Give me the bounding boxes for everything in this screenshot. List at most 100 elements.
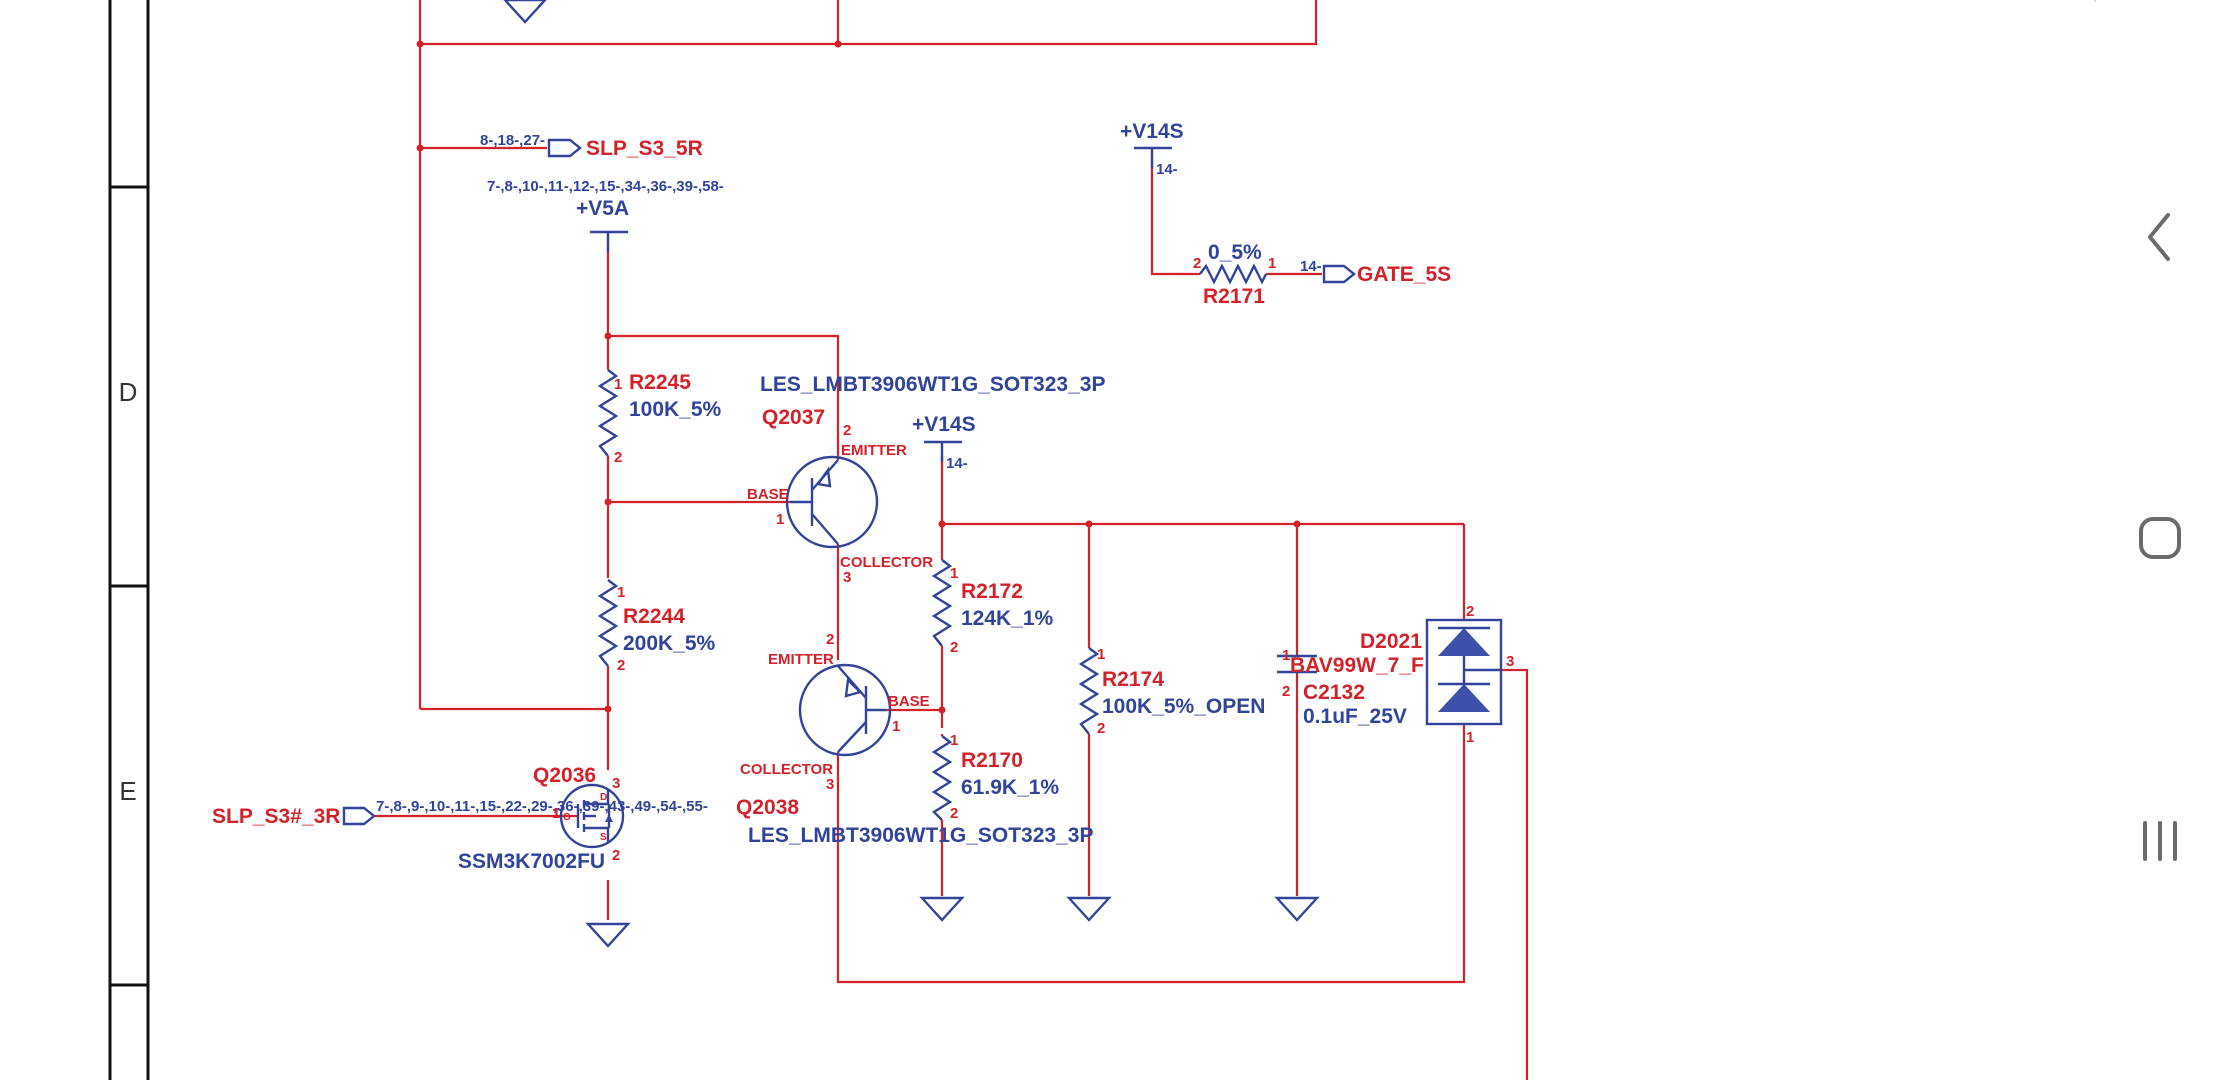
r2245-pin2: 2 xyxy=(614,449,622,466)
q2037-base-label: BASE xyxy=(747,486,789,503)
q2038-value: LES_LMBT3906WT1G_SOT323_3P xyxy=(748,824,1093,847)
r2171-pin2: 2 xyxy=(1193,255,1201,272)
schematic-canvas[interactable]: D E xyxy=(0,0,2100,1080)
r2171-ref: R2171 xyxy=(1203,285,1265,308)
rail-label-v14s-top: +V14S xyxy=(1120,120,1184,143)
net-label-slp-s3-5r: SLP_S3_5R xyxy=(586,137,703,160)
system-navigation-bar xyxy=(2100,0,2220,1080)
xref-gate-5s: 14- xyxy=(1300,258,1322,275)
q2037-emitter-label: EMITTER xyxy=(841,442,907,459)
net-port-slp-s3-5r[interactable]: 8-,18-,27- SLP_S3_5R xyxy=(480,132,703,160)
r2172-ref: R2172 xyxy=(961,580,1023,603)
zone-label-e: E xyxy=(119,776,136,806)
c2132-ref: C2132 xyxy=(1303,681,1365,704)
r2245-ref: R2245 xyxy=(629,371,691,394)
ground-symbols xyxy=(503,0,1320,948)
q2036-drain-label: D xyxy=(600,792,607,803)
q2036-gate-label: G xyxy=(563,812,571,823)
mosfet-q2036[interactable]: Q2036 3 2 1 G D S SSM3K7002FU xyxy=(458,764,625,873)
d2021-pin3: 3 xyxy=(1506,653,1514,670)
c2132-pin1: 1 xyxy=(1282,647,1290,664)
q2038-ref: Q2038 xyxy=(736,796,799,819)
q2037-pin3: 3 xyxy=(843,569,851,586)
home-button[interactable] xyxy=(2100,478,2220,598)
r2170-ref: R2170 xyxy=(961,749,1023,772)
q2036-source-label: S xyxy=(600,832,607,843)
resistor-r2171[interactable]: 2 1 0_5% R2171 xyxy=(1193,241,1276,308)
xref-v14s-mid: 14- xyxy=(946,455,968,472)
drawing-border: D E xyxy=(108,0,2096,1080)
r2170-pin2: 2 xyxy=(950,805,958,822)
xref-slp-s3n-3r: 7-,8-,9-,10-,11-,15-,22-,29-,36-,39-,43-… xyxy=(376,798,708,815)
q2037-pin2: 2 xyxy=(843,422,851,439)
q2037-ref: Q2037 xyxy=(762,406,825,429)
r2171-pin1: 1 xyxy=(1268,255,1276,272)
r2174-pin2: 2 xyxy=(1097,720,1105,737)
net-label-gate-5s: GATE_5S xyxy=(1357,263,1451,286)
r2174-pin1: 1 xyxy=(1097,646,1105,663)
xref-slp-s3-5r: 8-,18-,27- xyxy=(480,132,545,149)
resistor-r2245[interactable]: 1 2 R2245 100K_5% xyxy=(597,369,722,466)
wires xyxy=(374,0,1529,1080)
xref-v5a: 7-,8-,10-,11-,12-,15-,34-,36-,39-,58- xyxy=(487,178,724,195)
q2036-ref: Q2036 xyxy=(533,764,596,787)
r2244-pin1: 1 xyxy=(617,584,625,601)
rail-label-v14s-mid: +V14S xyxy=(912,413,976,436)
power-rail-v14s-top[interactable]: +V14S 14- xyxy=(1120,120,1184,178)
q2037-collector-label: COLLECTOR xyxy=(840,554,933,571)
transistor-q2037[interactable]: LES_LMBT3906WT1G_SOT323_3P Q2037 2 EMITT… xyxy=(747,373,1105,586)
xref-v14s-top: 14- xyxy=(1156,161,1178,178)
net-port-gate-5s[interactable]: 14- GATE_5S xyxy=(1300,258,1451,286)
q2036-pin2: 2 xyxy=(612,847,620,864)
recents-bars-icon xyxy=(2143,821,2177,861)
r2244-value: 200K_5% xyxy=(623,632,716,655)
power-rail-v14s-mid[interactable]: +V14S 14- xyxy=(912,413,976,472)
recents-button[interactable] xyxy=(2100,781,2220,901)
r2172-value: 124K_1% xyxy=(961,607,1054,630)
resistor-r2174[interactable]: 1 2 R2174 100K_5%_OPEN xyxy=(1078,646,1265,737)
q2038-pin2: 2 xyxy=(826,631,834,648)
r2244-ref: R2244 xyxy=(623,605,685,628)
r2245-pin1: 1 xyxy=(614,376,622,393)
r2171-value: 0_5% xyxy=(1208,241,1262,264)
diode-d2021[interactable]: D2021 BAV99W_7_F 2 3 1 xyxy=(1290,603,1514,746)
q2036-pin1: 1 xyxy=(552,805,560,822)
r2174-value: 100K_5%_OPEN xyxy=(1102,695,1265,718)
capacitor-c2132[interactable]: 1 2 C2132 0.1uF_25V xyxy=(1277,647,1407,728)
q2038-pin1: 1 xyxy=(892,718,900,735)
q2038-collector-label: COLLECTOR xyxy=(740,761,833,778)
d2021-ref: D2021 xyxy=(1360,630,1422,653)
q2037-value: LES_LMBT3906WT1G_SOT323_3P xyxy=(760,373,1105,396)
resistor-r2172[interactable]: 1 2 R2172 124K_1% xyxy=(931,559,1054,656)
c2132-value: 0.1uF_25V xyxy=(1303,705,1407,728)
r2172-pin2: 2 xyxy=(950,639,958,656)
back-button[interactable] xyxy=(2100,177,2220,297)
r2170-pin1: 1 xyxy=(950,732,958,749)
home-square-icon xyxy=(2139,517,2181,559)
r2245-value: 100K_5% xyxy=(629,398,722,421)
net-port-slp-s3n-3r[interactable]: SLP_S3#_3R 7-,8-,9-,10-,11-,15-,22-,29-,… xyxy=(212,798,708,828)
q2038-base-label: BASE xyxy=(888,693,930,710)
r2244-pin2: 2 xyxy=(617,657,625,674)
r2172-pin1: 1 xyxy=(950,565,958,582)
rail-label-v5a: +V5A xyxy=(576,197,629,220)
chevron-left-icon xyxy=(2148,213,2170,261)
d2021-pin2: 2 xyxy=(1466,603,1474,620)
schematic-viewer[interactable]: D E xyxy=(0,0,2100,1080)
r2170-value: 61.9K_1% xyxy=(961,776,1059,799)
power-rail-v5a[interactable]: 7-,8-,10-,11-,12-,15-,34-,36-,39-,58- +V… xyxy=(487,178,724,252)
resistor-r2244[interactable]: 1 2 R2244 200K_5% xyxy=(597,579,716,674)
q2038-pin3: 3 xyxy=(826,776,834,793)
q2038-emitter-label: EMITTER xyxy=(768,651,834,668)
r2174-ref: R2174 xyxy=(1102,668,1164,691)
q2036-pin3: 3 xyxy=(612,775,620,792)
resistor-r2170[interactable]: 1 2 R2170 61.9K_1% xyxy=(931,732,1059,822)
q2037-pin1: 1 xyxy=(776,511,784,528)
d2021-value: BAV99W_7_F xyxy=(1290,654,1424,677)
q2036-value: SSM3K7002FU xyxy=(458,850,605,873)
c2132-pin2: 2 xyxy=(1282,683,1290,700)
zone-label-d: D xyxy=(119,377,138,407)
transistor-q2038[interactable]: 2 EMITTER BASE 1 COLLECTOR 3 Q2038 LES_L… xyxy=(736,631,1093,847)
d2021-pin1: 1 xyxy=(1466,729,1474,746)
net-label-slp-s3n-3r: SLP_S3#_3R xyxy=(212,805,340,828)
